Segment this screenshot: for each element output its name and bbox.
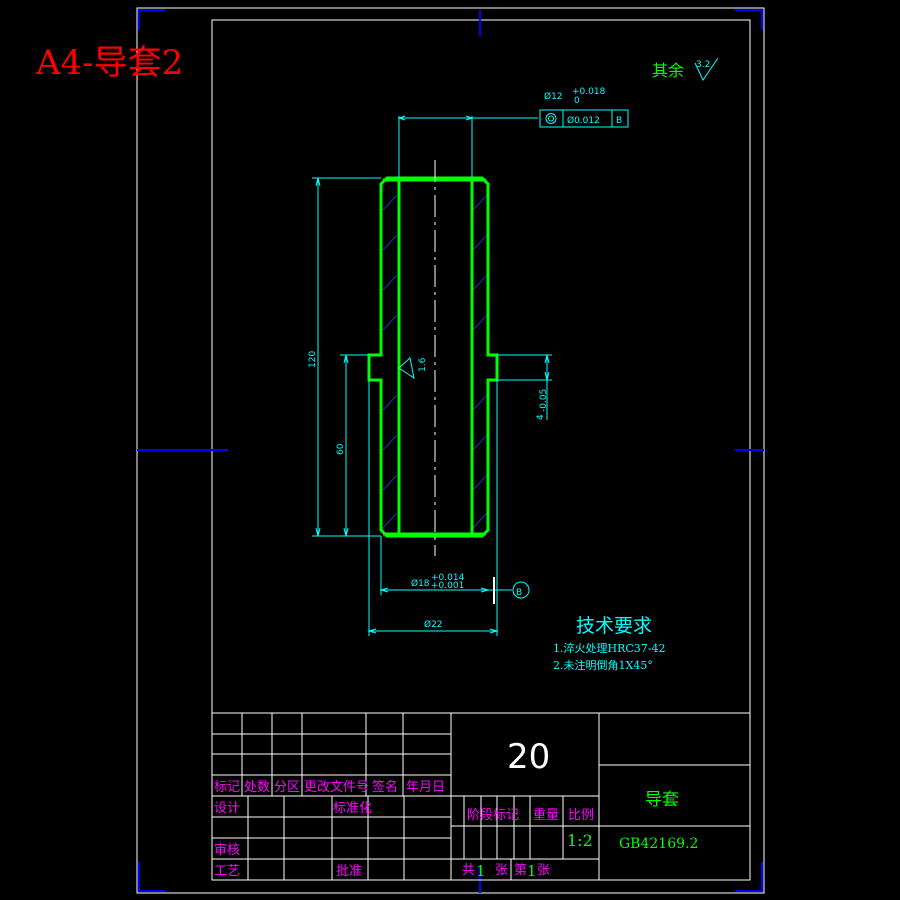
total-length: 120 xyxy=(308,351,318,368)
dim-flange-thickness xyxy=(497,354,552,420)
dim-bore xyxy=(397,109,629,178)
flange-tol: -0.05 xyxy=(539,389,549,412)
sheet-title: A4-导套2 xyxy=(35,43,183,83)
tech-req-item-1: 1.淬火处理HRC37-42 xyxy=(553,641,666,655)
shaft-tol-upper: +0.014 xyxy=(431,573,465,583)
part-number: 20 xyxy=(507,737,550,777)
sheet-no: 1 xyxy=(527,862,537,880)
row-design: 设计 xyxy=(214,801,240,816)
lower-length: 60 xyxy=(336,443,346,455)
header-zone: 分区 xyxy=(274,780,300,795)
roughness-inner-icon xyxy=(398,357,415,380)
weight-label: 重量 xyxy=(533,807,559,823)
section-hatch xyxy=(382,194,488,529)
dim-lower-length xyxy=(340,354,369,537)
scale-label: 比例 xyxy=(568,808,594,823)
corner-marks xyxy=(137,9,764,893)
sheets-unit: 张 xyxy=(495,863,508,878)
header-change-doc: 更改文件号 xyxy=(304,780,369,795)
roughness-symbol-icon xyxy=(694,57,719,82)
title-block-grid xyxy=(211,712,751,881)
flange-thickness: 4 xyxy=(536,414,546,420)
surface-finish-value: 3.2 xyxy=(696,60,710,70)
row-review: 审核 xyxy=(214,843,240,858)
part-outline xyxy=(367,176,499,538)
row-process: 工艺 xyxy=(214,864,240,879)
sheets-total: 1 xyxy=(476,862,486,880)
row-standard: 标准化 xyxy=(333,801,372,816)
roughness-inner: 1.6 xyxy=(418,357,428,372)
sheet-unit-2: 张 xyxy=(537,863,550,878)
concentricity-tol: Ø0.012 xyxy=(567,115,600,126)
surface-finish-prefix: 其余 xyxy=(652,61,684,80)
flange-diameter: Ø22 xyxy=(424,619,443,630)
shaft-tol-lower: +0.001 xyxy=(431,581,464,591)
datum-label: B xyxy=(516,588,522,598)
tech-req-title: 技术要求 xyxy=(576,615,652,637)
sheets-total-label: 共 xyxy=(462,863,475,878)
header-date: 年月日 xyxy=(406,780,445,795)
part-name: 导套 xyxy=(645,790,679,810)
dim-flange-diameter xyxy=(367,380,499,636)
row-approve: 批准 xyxy=(336,864,362,879)
bore-tol-upper: +0.018 xyxy=(572,87,606,97)
sheet-no-label: 第 xyxy=(514,863,527,878)
stage-mark: 阶段标记 xyxy=(467,808,519,823)
datum-ref: B xyxy=(616,116,622,126)
bore-tol-lower: 0 xyxy=(574,96,580,106)
header-mark: 标记 xyxy=(214,780,240,795)
drawing-code: GB42169.2 xyxy=(619,836,698,852)
tech-req-item-2: 2.未注明倒角1X45° xyxy=(553,658,653,672)
inner-border xyxy=(211,19,751,881)
bore-diameter: Ø12 xyxy=(544,91,563,102)
shaft-diameter: Ø18 xyxy=(411,578,430,589)
header-count: 处数 xyxy=(244,780,270,795)
scale-value: 1:2 xyxy=(567,831,593,850)
header-signature: 签名 xyxy=(372,779,398,795)
